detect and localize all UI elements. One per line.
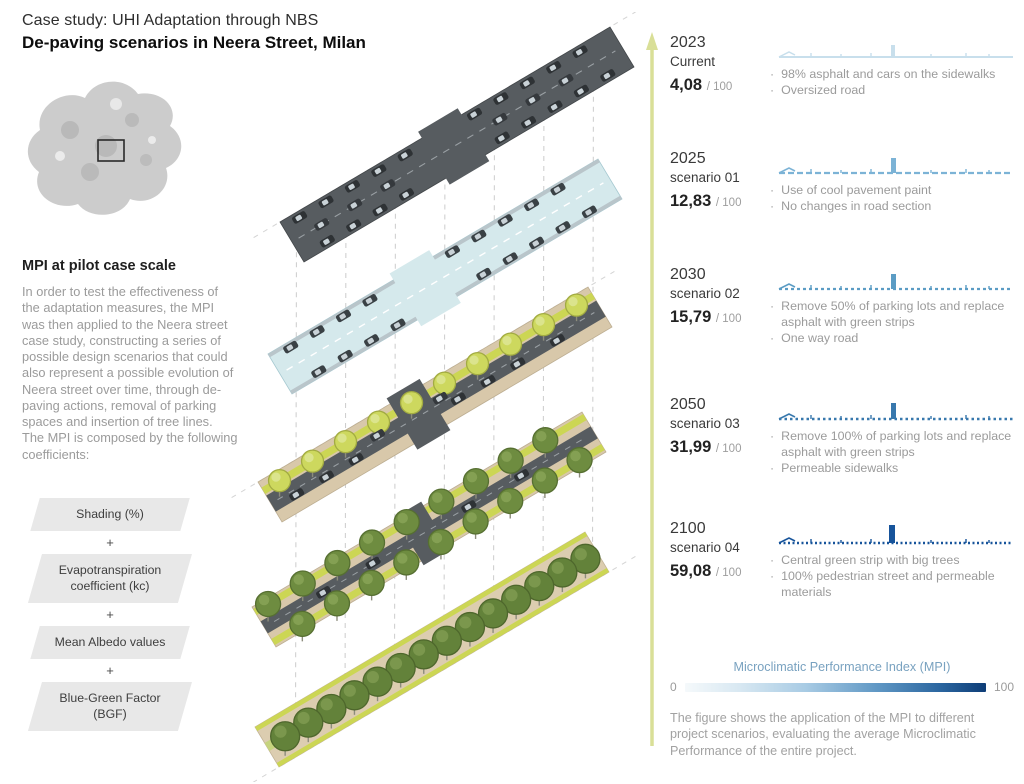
milan-map bbox=[27, 81, 182, 215]
mpi-gradient-bar bbox=[684, 682, 986, 692]
scenario-year: 2025 bbox=[670, 150, 706, 167]
scenario-year: 2100 bbox=[670, 520, 706, 537]
map-marker bbox=[97, 139, 125, 162]
scenario-bullet: ·Remove 50% of parking lots and replace … bbox=[770, 299, 1005, 329]
scenario-bullet: ·Remove 100% of parking lots and replace… bbox=[770, 429, 1012, 459]
mpi-legend-max: 100 bbox=[993, 680, 1014, 694]
page-title: Case study: UHI Adaptation through NBS bbox=[22, 12, 319, 29]
scenario-bullet: ·Central green strip with big trees bbox=[770, 553, 960, 567]
street-section-sketch bbox=[778, 525, 1013, 545]
coefficient-card-albedo: Mean Albedo values bbox=[35, 626, 185, 659]
scenario-block-2050: 2050 scenario 03 31,99 / 100 ·Remove 100… bbox=[670, 396, 1022, 477]
coefficient-label: Shading (%) bbox=[76, 507, 144, 521]
coefficient-card-bgf: Blue-Green Factor (BGF) bbox=[35, 682, 185, 731]
plus-sign: + bbox=[106, 535, 114, 551]
scenario-bullet: ·Oversized road bbox=[770, 82, 866, 97]
plus-sign: + bbox=[106, 663, 114, 679]
page-subtitle: De-paving scenarios in Neera Street, Mil… bbox=[22, 33, 366, 52]
scenario-label: scenario 04 bbox=[670, 540, 740, 555]
coefficient-flow: Shading (%) + Evapotranspiration coeffic… bbox=[28, 498, 192, 731]
scenario-axonometric-stack bbox=[231, 12, 637, 782]
scenario-mpi-value: 15,79 / 100 bbox=[670, 308, 742, 326]
street-section-sketch bbox=[778, 274, 1013, 291]
scenario-label: scenario 03 bbox=[670, 416, 740, 431]
scenario-mpi-value: 59,08 / 100 bbox=[670, 562, 742, 580]
scenario-bullet: ·100% pedestrian street and permeable ma… bbox=[770, 568, 995, 599]
plus-sign: + bbox=[106, 607, 114, 623]
scenario-bullets: ·98% asphalt and cars on the sidewalks ·… bbox=[770, 67, 1022, 99]
scenario-block-2030: 2030 scenario 02 15,79 / 100 ·Remove 50%… bbox=[670, 266, 1022, 347]
mpi-legend: Microclimatic Performance Index (MPI) 0 … bbox=[670, 660, 1014, 694]
mpi-legend-title: Microclimatic Performance Index (MPI) bbox=[733, 660, 951, 674]
scenario-mpi-value: 4,08 / 100 bbox=[670, 76, 733, 94]
scenario-bullets: ·Remove 100% of parking lots and replace… bbox=[770, 429, 1022, 477]
scenario-bullet: ·No changes in road section bbox=[770, 198, 932, 213]
scenario-year: 2030 bbox=[670, 266, 706, 283]
timeline-arrow bbox=[646, 32, 658, 746]
scenario-block-2023: 2023 Current 4,08 / 100 ·98% asphalt and… bbox=[670, 34, 1022, 99]
timeline: 2023 Current 4,08 / 100 ·98% asphalt and… bbox=[670, 0, 1022, 784]
scenario-label: scenario 01 bbox=[670, 170, 740, 185]
coefficient-label: Evapotranspiration coefficient (kc) bbox=[58, 563, 162, 593]
scenario-bullets: ·Remove 50% of parking lots and replace … bbox=[770, 299, 1022, 347]
street-section-sketch bbox=[778, 45, 1013, 58]
scenario-mpi-value: 12,83 / 100 bbox=[670, 192, 742, 210]
coefficient-label: Blue-Green Factor (BGF) bbox=[59, 691, 161, 721]
scenario-block-2025: 2025 scenario 01 12,83 / 100 ·Use of coo… bbox=[670, 150, 1022, 215]
scenario-label: Current bbox=[670, 54, 716, 69]
scenario-bullets: ·Use of cool pavement paint ·No changes … bbox=[770, 183, 1022, 215]
intro-paragraph: In order to test the effectiveness of th… bbox=[22, 284, 238, 462]
scenario-bullets: ·Central green strip with big trees ·100… bbox=[770, 553, 1022, 601]
scenario-bullet: ·Permeable sidewalks bbox=[770, 460, 899, 475]
coefficient-card-evapotranspiration: Evapotranspiration coefficient (kc) bbox=[35, 554, 185, 603]
figure-caption: The figure shows the application of the … bbox=[670, 711, 976, 758]
scenario-label: scenario 02 bbox=[670, 286, 740, 301]
scenario-bullet: ·One way road bbox=[770, 330, 859, 345]
coefficient-card-shading: Shading (%) bbox=[35, 498, 185, 531]
scenario-mpi-value: 31,99 / 100 bbox=[670, 438, 742, 456]
coefficient-label: Mean Albedo values bbox=[54, 635, 166, 650]
header: Case study: UHI Adaptation through NBS D… bbox=[22, 12, 366, 53]
street-section-sketch bbox=[778, 403, 1013, 421]
mpi-legend-min: 0 bbox=[670, 680, 677, 694]
scenario-bullet: ·98% asphalt and cars on the sidewalks bbox=[770, 67, 996, 81]
street-section-sketch bbox=[778, 158, 1013, 175]
scenario-block-2100: 2100 scenario 04 59,08 / 100 ·Central gr… bbox=[670, 520, 1022, 601]
scenario-year: 2023 bbox=[670, 34, 706, 51]
section-title: MPI at pilot case scale bbox=[22, 258, 176, 274]
scenario-year: 2050 bbox=[670, 396, 706, 413]
scenario-bullet: ·Use of cool pavement paint bbox=[770, 183, 932, 197]
